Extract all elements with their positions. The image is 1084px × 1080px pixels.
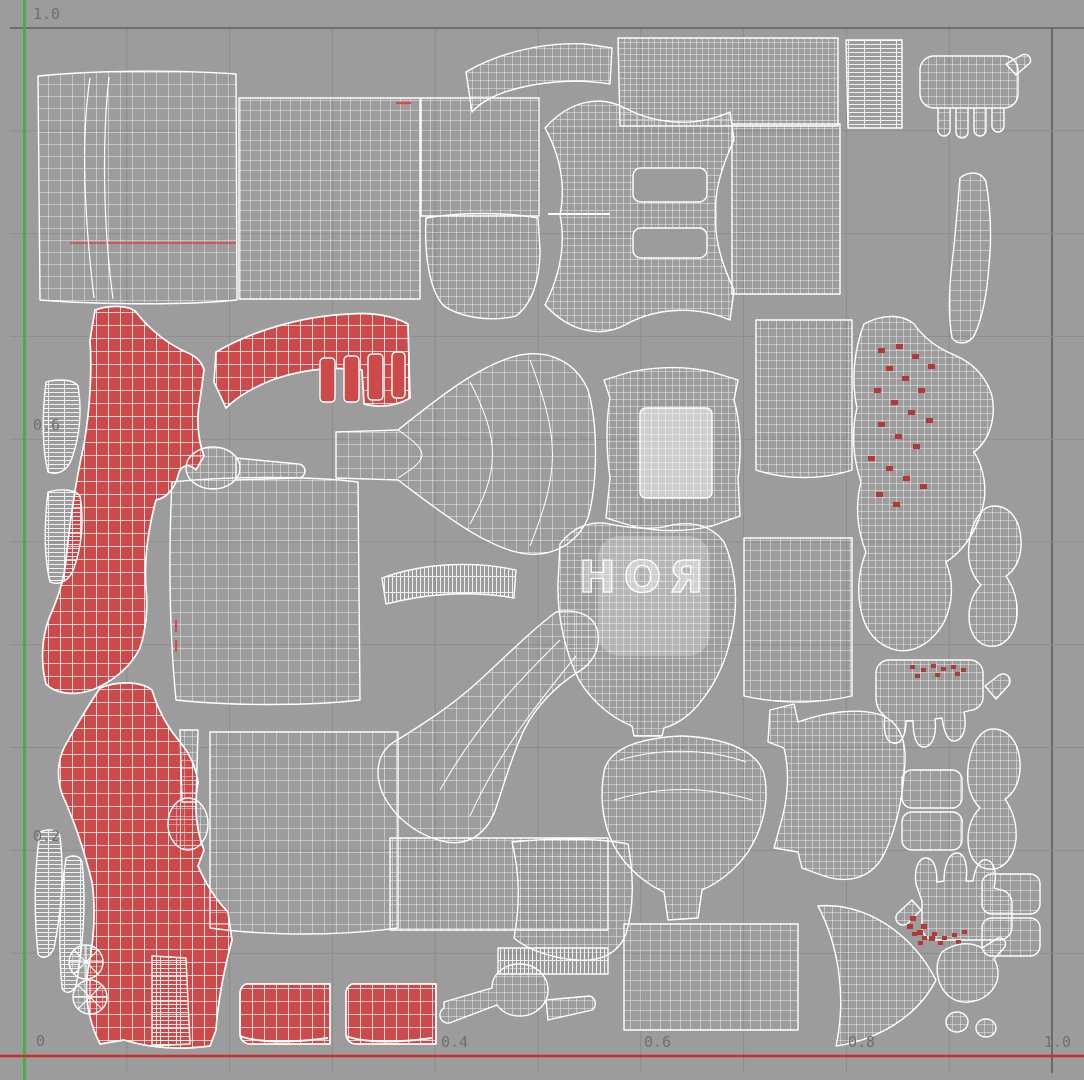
island-outline bbox=[170, 478, 360, 705]
selected-face-speck bbox=[962, 930, 967, 934]
selected-face-speck bbox=[922, 936, 927, 940]
island-outline bbox=[744, 538, 852, 702]
selected-face-speck bbox=[917, 930, 923, 935]
island-outline bbox=[624, 924, 798, 1030]
island-detail-rect bbox=[640, 408, 712, 498]
selected-face-speck bbox=[928, 364, 935, 369]
selected-face-speck bbox=[955, 672, 960, 676]
island-outline bbox=[38, 71, 237, 304]
island-detail-rect bbox=[344, 356, 359, 402]
axis-label: 1.0 bbox=[33, 5, 60, 23]
selected-face-speck bbox=[878, 348, 885, 353]
island-outline bbox=[152, 956, 190, 1046]
selected-face-speck bbox=[902, 376, 909, 381]
island-detail-rect bbox=[392, 352, 405, 398]
axis-label: 0.6 bbox=[33, 416, 60, 434]
selected-face-speck bbox=[895, 434, 902, 439]
island-detail-path bbox=[73, 980, 107, 1014]
uv-island-torso-panel-mid[interactable] bbox=[239, 98, 420, 299]
island-outline bbox=[756, 320, 852, 478]
selected-face-speck bbox=[913, 444, 920, 449]
island-outline bbox=[846, 40, 902, 128]
island-outline bbox=[545, 101, 734, 331]
uv-island-cuff-510[interactable] bbox=[512, 839, 632, 960]
selected-face-speck bbox=[938, 941, 943, 945]
selected-face-speck bbox=[912, 354, 919, 359]
uv-island-panel-rect-3[interactable] bbox=[421, 98, 539, 216]
selected-face-speck bbox=[886, 466, 893, 471]
axis-label: 0.4 bbox=[441, 1033, 468, 1051]
selected-face-speck bbox=[941, 667, 946, 671]
island-outline bbox=[346, 984, 436, 1044]
island-outline bbox=[426, 214, 540, 319]
uv-island-cuff-top[interactable] bbox=[426, 214, 540, 319]
island-detail-path bbox=[69, 945, 103, 979]
uv-island-wheel-disc-2[interactable] bbox=[73, 980, 107, 1014]
selected-face-speck bbox=[918, 388, 925, 393]
selected-face-speck bbox=[915, 674, 920, 678]
axis-label: 0 bbox=[36, 1032, 45, 1050]
island-outline bbox=[210, 732, 398, 934]
selected-face-speck bbox=[932, 932, 937, 936]
uv-island-panel-rect-4[interactable] bbox=[732, 124, 840, 294]
selected-face-speck bbox=[931, 664, 936, 668]
selected-face-speck bbox=[942, 936, 947, 940]
selected-face-speck bbox=[910, 665, 915, 669]
selected-face-speck bbox=[956, 940, 961, 944]
uv-island-frame-panel[interactable] bbox=[604, 368, 740, 531]
selected-face-speck bbox=[910, 916, 916, 921]
selected-face-speck bbox=[935, 673, 940, 677]
selected-face-speck bbox=[912, 932, 917, 936]
uv-island-panel-rect-755[interactable] bbox=[756, 320, 852, 478]
selected-face-speck bbox=[903, 476, 910, 481]
selected-face-speck bbox=[908, 410, 915, 415]
island-detail-rect bbox=[320, 358, 335, 402]
island-outline bbox=[421, 98, 539, 216]
selected-face-speck bbox=[896, 344, 903, 349]
selected-face-speck bbox=[893, 502, 900, 507]
uv-island-panel-rect-210[interactable] bbox=[210, 732, 398, 934]
selected-face-speck bbox=[961, 668, 966, 672]
axis-label: 1.0 bbox=[1044, 1033, 1071, 1051]
island-outline bbox=[732, 124, 840, 294]
uv-island-torso-panel-mid-left[interactable] bbox=[170, 478, 360, 705]
selected-face-speck bbox=[907, 924, 913, 929]
uv-island-wheel-disc-1[interactable] bbox=[69, 945, 103, 979]
selected-face-speck bbox=[874, 388, 881, 393]
island-outline bbox=[239, 98, 420, 299]
selected-face-speck bbox=[878, 422, 885, 427]
axis-label: 0.2 bbox=[33, 827, 60, 845]
island-detail-rect bbox=[633, 168, 707, 202]
island-detail-rect bbox=[633, 228, 707, 258]
mesh-overlay-layer: HOЯ bbox=[579, 552, 711, 603]
selected-face-speck bbox=[926, 418, 933, 423]
selected-face-speck bbox=[921, 668, 926, 672]
selected-face-speck bbox=[886, 366, 893, 371]
uv-island-torso-panel-left[interactable] bbox=[38, 71, 237, 304]
selected-face-speck bbox=[921, 924, 927, 929]
uv-island-chest-x-piece[interactable] bbox=[545, 101, 734, 331]
selected-face-speck bbox=[891, 400, 898, 405]
uv-island-ladder-strip-bottom[interactable] bbox=[152, 956, 190, 1046]
selected-face-speck bbox=[868, 456, 875, 461]
island-outline bbox=[240, 984, 330, 1044]
selected-face-speck bbox=[952, 933, 957, 937]
uv-island-panel-rect-740[interactable] bbox=[744, 538, 852, 702]
uv-island-red-pad-rect-1[interactable] bbox=[240, 984, 330, 1044]
mesh-text-hor: HOЯ bbox=[579, 552, 711, 603]
uv-island-panel-rect-bottom[interactable] bbox=[624, 924, 798, 1030]
selected-face-speck bbox=[951, 665, 956, 669]
axis-label: 0.8 bbox=[848, 1033, 875, 1051]
selected-face-speck bbox=[918, 941, 923, 945]
uv-island-side-strip-top[interactable] bbox=[846, 40, 902, 128]
uv-island-red-pad-rect-2[interactable] bbox=[346, 984, 436, 1044]
island-outline bbox=[512, 839, 632, 960]
selected-face-speck bbox=[920, 484, 927, 489]
axis-label: 0.6 bbox=[644, 1033, 671, 1051]
island-detail-rect bbox=[368, 354, 383, 400]
selected-face-speck bbox=[876, 492, 883, 497]
selected-face-speck bbox=[929, 936, 935, 941]
